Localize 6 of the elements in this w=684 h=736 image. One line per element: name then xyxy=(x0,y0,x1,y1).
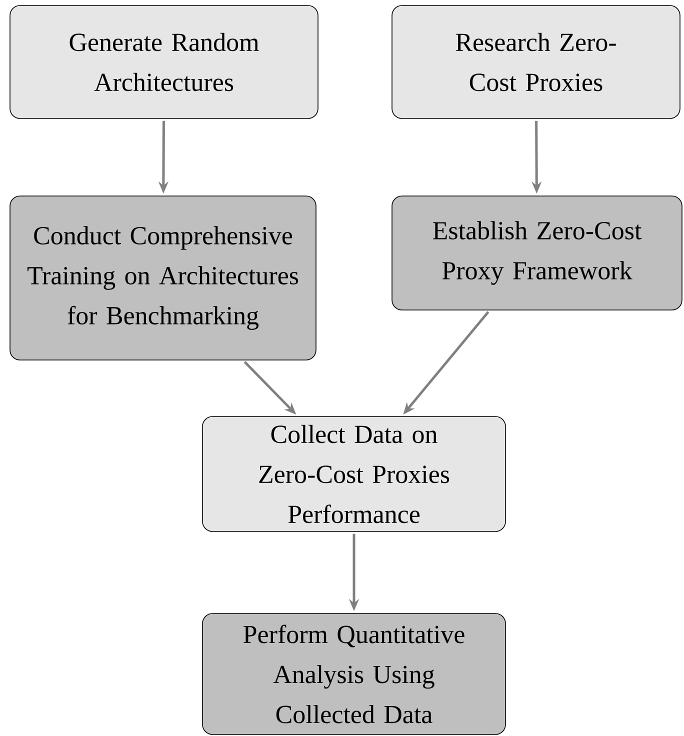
process-box: Collect Data on Zero-Cost Proxies Performance xyxy=(202,416,506,532)
process-box: Generate Random Architectures xyxy=(10,5,318,119)
process-box: Perform Quantitative Analysis Using Collected Data xyxy=(202,613,506,735)
process-box: Research Zero-Cost Proxies xyxy=(392,5,680,119)
process-box: Establish Zero-Cost Proxy Framework xyxy=(392,196,682,310)
process-box: Conduct Comprehensive Training on Architectures for Benchmarking xyxy=(10,196,316,360)
